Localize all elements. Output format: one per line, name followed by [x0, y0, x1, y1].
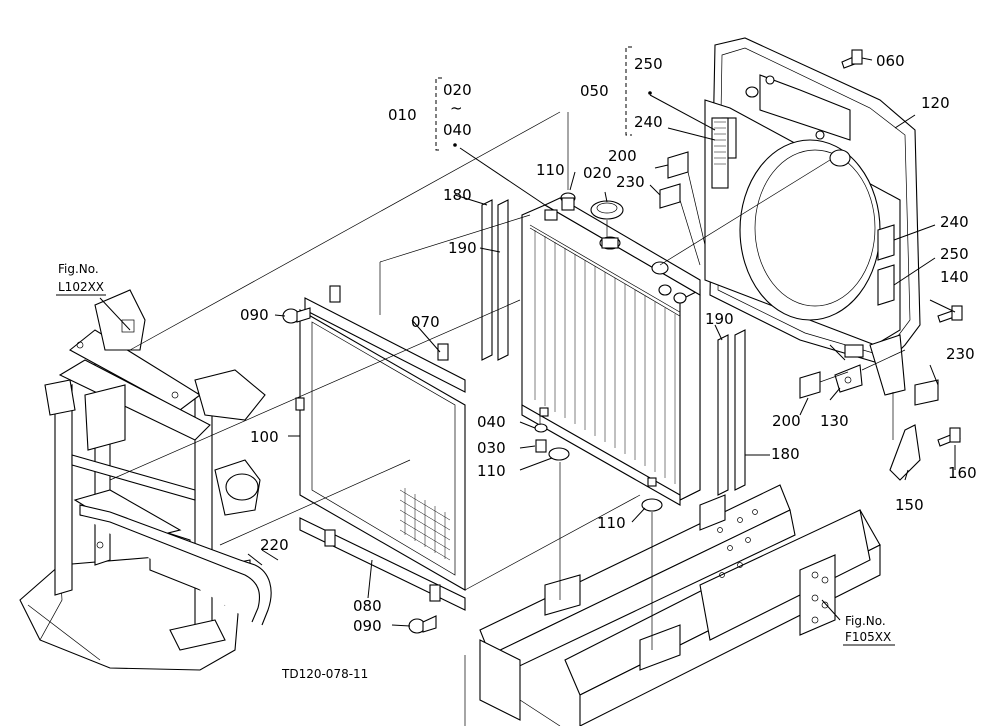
- label-240-top: 240: [634, 113, 663, 131]
- label-230-top: 230: [616, 173, 645, 191]
- label-200-bottom: 200: [772, 412, 801, 430]
- fig-ref-left: Fig.No. L102XX: [56, 262, 106, 296]
- part-labels: 010 020 ~ 040 050 250 240 060 120 200 23…: [240, 52, 977, 681]
- label-070: 070: [411, 313, 440, 331]
- radiator-core: [521, 197, 701, 506]
- label-120: 120: [921, 94, 950, 112]
- seal-strips: [481, 199, 746, 496]
- label-110-bottom: 110: [597, 514, 626, 532]
- label-240-right: 240: [940, 213, 969, 231]
- chassis-frame: [464, 484, 881, 726]
- label-020-range-start: 020: [443, 81, 472, 99]
- label-090-top: 090: [240, 306, 269, 324]
- label-050: 050: [580, 82, 609, 100]
- label-190-left: 190: [448, 239, 477, 257]
- front-frame-assembly: [19, 289, 266, 671]
- label-200-top: 200: [608, 147, 637, 165]
- label-230-right: 230: [946, 345, 975, 363]
- label-150: 150: [895, 496, 924, 514]
- label-160: 160: [948, 464, 977, 482]
- label-020-cap: 020: [583, 164, 612, 182]
- label-190-right: 190: [705, 310, 734, 328]
- fig-ref-right-title: Fig.No.: [845, 614, 886, 628]
- label-090-bottom: 090: [353, 617, 382, 635]
- fig-ref-right-code: F105XX: [845, 630, 891, 644]
- guide-lines: [109, 111, 906, 650]
- fig-ref-left-code: L102XX: [58, 280, 104, 294]
- caution-labels: [711, 117, 729, 189]
- label-220: 220: [260, 536, 289, 554]
- dust-screen-100: [295, 285, 466, 611]
- label-030: 030: [477, 439, 506, 457]
- hose-220: [79, 504, 279, 626]
- small-parts: [282, 49, 963, 634]
- fan-shroud-120: [704, 37, 921, 396]
- callout-brackets: [435, 46, 632, 151]
- label-080: 080: [353, 597, 382, 615]
- label-130: 130: [820, 412, 849, 430]
- label-250-right: 250: [940, 245, 969, 263]
- label-040: 040: [477, 413, 506, 431]
- label-250-top: 250: [634, 55, 663, 73]
- label-040-range-end: 040: [443, 121, 472, 139]
- label-010: 010: [388, 106, 417, 124]
- label-180-right: 180: [771, 445, 800, 463]
- fig-ref-right: Fig.No. F105XX: [843, 614, 895, 646]
- drawing-code: TD120-078-11: [281, 667, 368, 681]
- label-110-mid: 110: [477, 462, 506, 480]
- label-110-top: 110: [536, 161, 565, 179]
- label-140: 140: [940, 268, 969, 286]
- label-range-tilde: ~: [450, 99, 463, 117]
- label-180-left: 180: [443, 186, 472, 204]
- leader-lines: [99, 57, 956, 627]
- label-100: 100: [250, 428, 279, 446]
- fig-ref-left-title: Fig.No.: [58, 262, 99, 276]
- label-060: 060: [876, 52, 905, 70]
